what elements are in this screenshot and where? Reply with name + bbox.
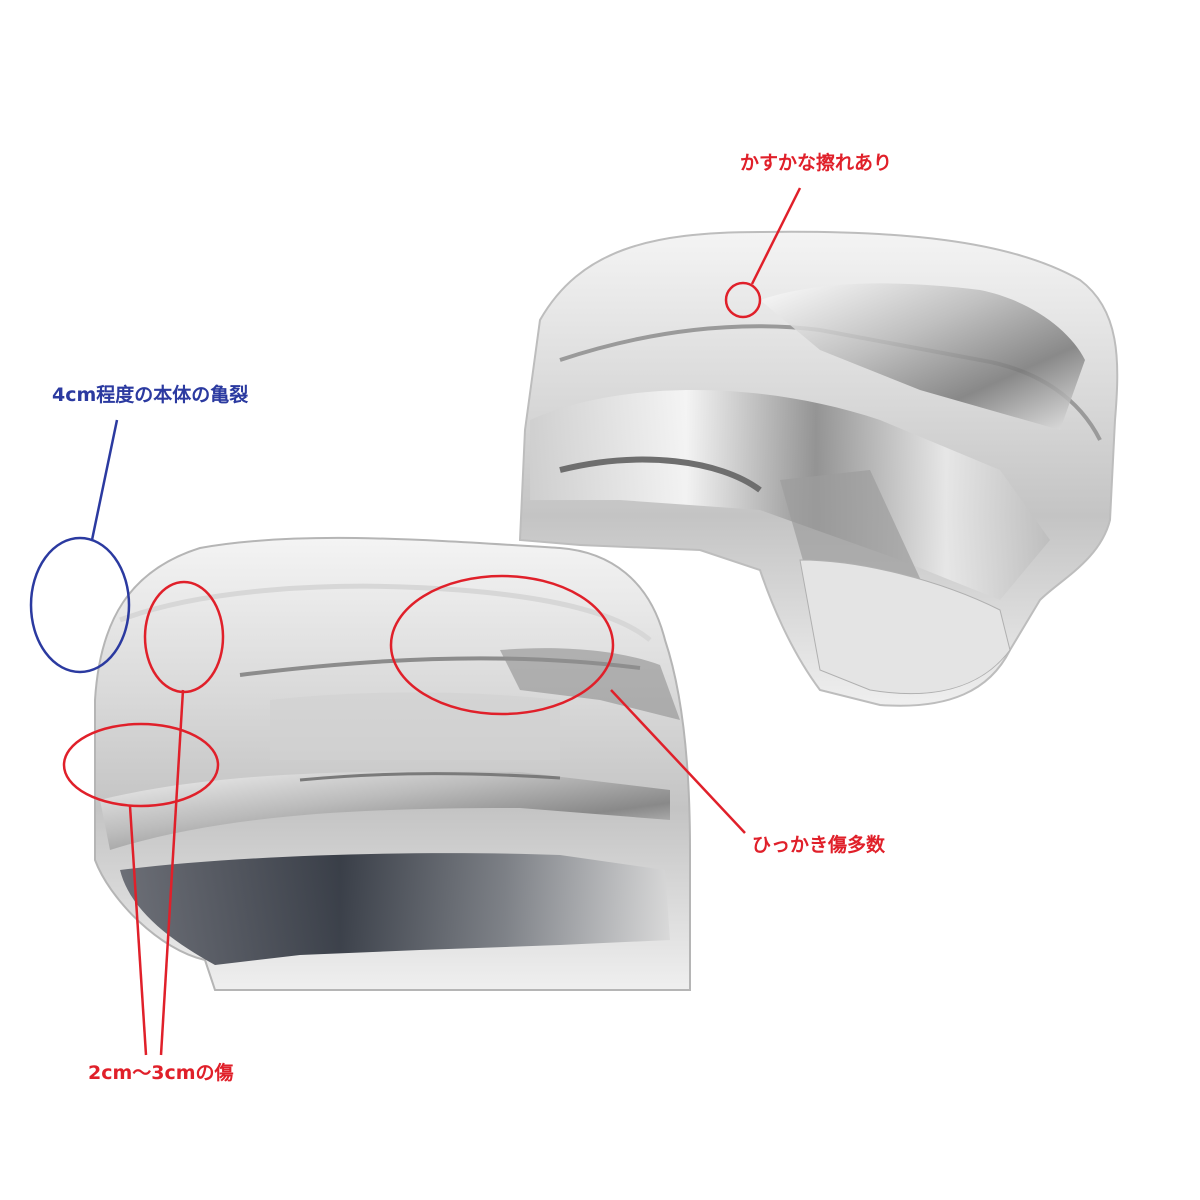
crack-marker-ellipse <box>29 536 131 674</box>
scuff-leader-line <box>750 187 802 285</box>
annotation-small-scratch: 2cm～3cmの傷 <box>88 1062 234 1084</box>
small-scratch-leader-line-b <box>159 689 185 1056</box>
mirror-cover-right <box>518 230 1119 707</box>
annotation-many-scratches: ひっかき傷多数 <box>752 834 886 856</box>
annotation-body-crack: 4cm程度の本体の亀裂 <box>52 384 249 406</box>
scratch-marker-ellipse-lower <box>62 722 220 808</box>
many-scratches-marker-ellipse <box>389 574 615 716</box>
crack-leader-line <box>90 419 119 541</box>
annotation-faint-scuff: かすかな擦れあり <box>740 152 893 174</box>
scuff-marker-circle <box>724 281 762 319</box>
mirror-cover-left <box>94 536 691 991</box>
annotation-marks <box>29 187 802 1056</box>
small-scratch-leader-line-a <box>128 805 148 1056</box>
many-scratches-leader-line <box>610 689 746 834</box>
